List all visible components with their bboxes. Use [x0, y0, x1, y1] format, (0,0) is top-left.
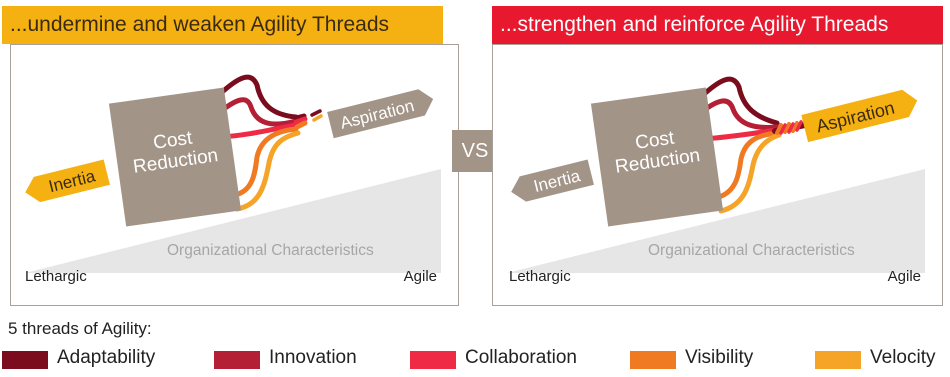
- ramp: [25, 169, 441, 273]
- vs-badge: VS: [452, 130, 498, 172]
- thread-adaptability: [218, 74, 299, 120]
- label-lethargic: Lethargic: [509, 268, 571, 285]
- thread-velocity: [234, 130, 301, 212]
- thread-innovation: [700, 98, 780, 130]
- label-agile: Agile: [888, 268, 921, 285]
- thread-innovation: [218, 97, 299, 127]
- aspiration-arrow: Aspiration: [801, 89, 918, 143]
- panel-left: Organizational Characteristics Lethargic…: [10, 44, 459, 306]
- header-left: ...undermine and weaken Agility Threads: [2, 6, 443, 44]
- inertia-arrow: Inertia: [511, 159, 594, 202]
- thread-adaptability: [700, 76, 780, 126]
- legend-label: Adaptability: [57, 347, 156, 368]
- cost-reduction-box: Cost Reduction: [108, 87, 242, 227]
- legend-swatch: [410, 351, 456, 369]
- thread-visibility: [716, 130, 780, 200]
- thread-velocity: [718, 132, 782, 214]
- legend-label: Visibility: [685, 347, 754, 368]
- ramp-label: Organizational Characteristics: [648, 242, 855, 259]
- legend-swatch: [815, 351, 861, 369]
- legend-swatch: [214, 351, 260, 369]
- ramp: [507, 169, 925, 273]
- braided-rope: [772, 120, 808, 135]
- cost-reduction-box: Cost Reduction: [590, 87, 724, 227]
- legend-label: Innovation: [269, 347, 357, 368]
- legend-label: Velocity: [870, 347, 936, 368]
- label-agile: Agile: [404, 268, 437, 285]
- header-right: ...strengthen and reinforce Agility Thre…: [492, 6, 943, 44]
- thread-visibility: [232, 126, 299, 198]
- label-lethargic: Lethargic: [25, 268, 87, 285]
- legend-swatch: [2, 351, 48, 369]
- aspiration-arrow: Aspiration: [327, 89, 434, 139]
- legend-title: 5 threads of Agility:: [8, 319, 152, 338]
- panel-right: Organizational Characteristics Lethargic…: [492, 44, 943, 306]
- legend-label: Collaboration: [465, 347, 577, 368]
- legend-swatch: [630, 351, 676, 369]
- inertia-arrow: Inertia: [25, 159, 110, 203]
- legend: Adaptability Innovation Collaboration Vi…: [0, 344, 950, 374]
- ramp-label: Organizational Characteristics: [167, 242, 374, 259]
